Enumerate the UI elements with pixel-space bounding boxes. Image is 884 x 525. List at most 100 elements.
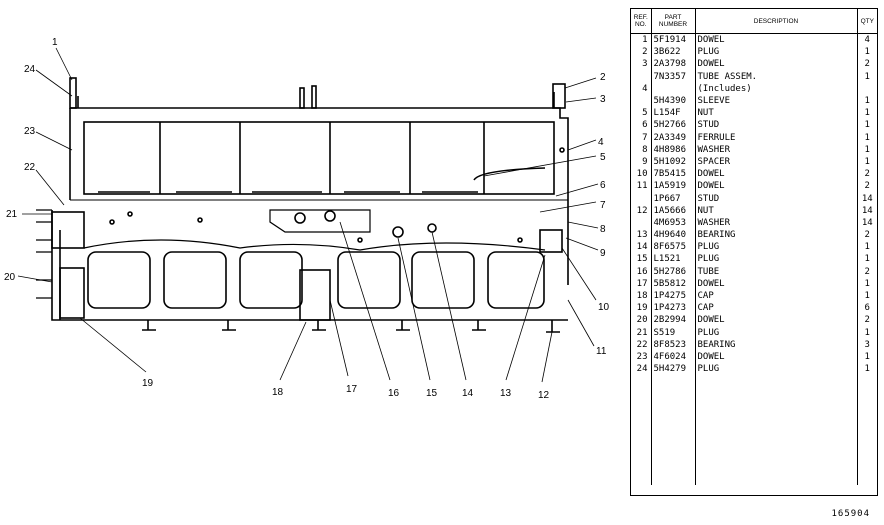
- part-number-cell: 4H8986: [650, 143, 695, 156]
- callout-label: 3: [600, 94, 606, 105]
- callout-label: 7: [600, 200, 606, 211]
- qty-cell: 2: [856, 58, 877, 71]
- callout-label: 22: [24, 162, 36, 173]
- ref-cell: 17: [636, 278, 648, 289]
- ref-cell: [631, 217, 651, 229]
- qty-cell: 1: [856, 277, 877, 290]
- part-number-cell: 3B622: [650, 46, 695, 59]
- part-number-cell: L1521: [650, 253, 695, 266]
- ref-cell: 22: [636, 339, 648, 350]
- ref-cell: 18: [636, 291, 648, 302]
- part-number-cell: 4H9640: [650, 229, 695, 242]
- ref-cell: 3: [642, 59, 648, 70]
- ref-cell: 8: [642, 144, 648, 155]
- ref-cell: 21: [636, 327, 648, 338]
- ref-cell: 14: [636, 242, 648, 253]
- callout-label: 10: [598, 302, 610, 313]
- qty-cell: 1: [856, 143, 877, 156]
- part-number-cell: 1A5919: [650, 180, 695, 193]
- part-number-cell: 5B5812: [650, 277, 695, 290]
- callout-label: 14: [462, 388, 474, 399]
- ref-cell: [631, 95, 651, 107]
- part-number-cell: 4M6953: [650, 216, 695, 229]
- qty-cell: 1: [856, 119, 877, 132]
- ref-cell: 12: [636, 205, 648, 216]
- qty-cell: 1: [856, 241, 877, 254]
- qty-cell: 4: [856, 33, 877, 47]
- description-cell: DOWEL: [694, 180, 857, 193]
- qty-cell: 2: [856, 168, 877, 181]
- description-cell: TUBE: [694, 265, 857, 278]
- description-cell: PLUG: [694, 253, 857, 266]
- callout-label: 6: [600, 180, 606, 191]
- qty-cell: 2: [856, 265, 877, 278]
- description-cell: STUD: [694, 119, 857, 132]
- qty-cell: 6: [856, 302, 877, 315]
- part-number-cell: 1P4275: [650, 289, 695, 303]
- part-number-cell: 8F6575: [650, 241, 695, 254]
- description-cell: CAP: [694, 289, 857, 303]
- description-cell: STUD: [694, 192, 857, 205]
- description-cell: DOWEL: [694, 58, 857, 71]
- description-cell: DOWEL: [694, 314, 857, 327]
- qty-cell: 2: [856, 180, 877, 193]
- part-number-cell: 2A3349: [650, 131, 695, 144]
- qty-cell: 1: [856, 326, 877, 339]
- part-number-cell: 4F6024: [650, 350, 695, 364]
- callout-label: 1: [52, 37, 58, 48]
- description-cell: DOWEL: [694, 277, 857, 290]
- ref-cell: 7: [642, 132, 648, 143]
- callout-label: 19: [142, 378, 154, 389]
- part-number-cell: S519: [650, 326, 695, 339]
- qty-cell: 1: [856, 70, 877, 83]
- callout-label: 5: [600, 152, 606, 163]
- part-number-cell: 5H2786: [650, 265, 695, 278]
- qty-cell: 3: [856, 338, 877, 351]
- part-number-cell: 7N3357: [650, 70, 695, 83]
- part-number-cell: 2A3798: [650, 58, 695, 71]
- part-number-cell: 1P4273: [650, 302, 695, 315]
- callout-label: 15: [426, 388, 438, 399]
- ref-cell: 9: [642, 156, 648, 167]
- qty-cell: [856, 82, 877, 95]
- part-number-cell: 7B5415: [650, 168, 695, 181]
- part-number-cell: 5H4390: [650, 94, 695, 108]
- qty-header: QTY: [856, 9, 877, 34]
- callout-label: 12: [538, 390, 550, 401]
- part-number-cell: 5F1914: [650, 33, 695, 47]
- description-cell: DOWEL: [694, 350, 857, 364]
- parts-table-header: REF. NO. PART NUMBER DESCRIPTION QTY: [631, 9, 877, 34]
- qty-cell: 1: [856, 131, 877, 144]
- ref-cell: 16: [636, 266, 648, 277]
- ref-cell: 15: [636, 254, 648, 265]
- qty-cell: 14: [856, 192, 877, 205]
- description-cell: DOWEL: [694, 168, 857, 181]
- description-cell: SLEEVE: [694, 94, 857, 108]
- description-cell: BEARING: [694, 229, 857, 242]
- ref-cell: 19: [636, 303, 648, 314]
- description-cell: NUT: [694, 204, 857, 217]
- callout-label: 17: [346, 384, 358, 395]
- qty-cell: 1: [856, 289, 877, 303]
- callout-label: 11: [596, 346, 607, 357]
- part-number-cell: 1P667: [650, 192, 695, 205]
- qty-cell: 2: [856, 229, 877, 242]
- callout-label: 13: [500, 388, 512, 399]
- description-cell: CAP: [694, 302, 857, 315]
- description-cell: WASHER: [694, 143, 857, 156]
- description-cell: WASHER: [694, 216, 857, 229]
